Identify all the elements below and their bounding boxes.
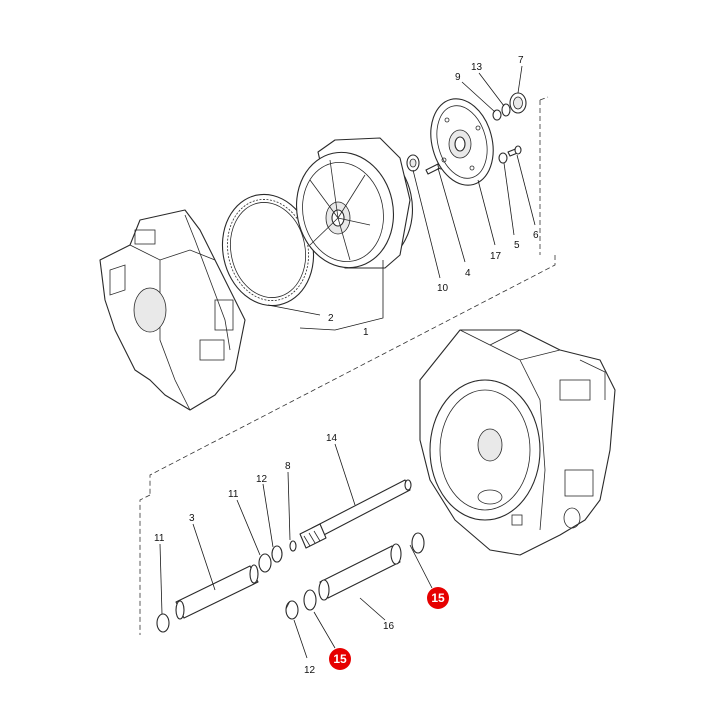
bolt-small [507, 145, 522, 157]
highlight-15-lower-label: 15 [333, 652, 347, 666]
left-housing [99, 209, 246, 411]
o-ring [492, 109, 502, 121]
assembly-guide-lines [139, 96, 556, 635]
snap-ring-11-lower [156, 613, 170, 633]
snap-ring [501, 103, 511, 117]
callout-3: 3 [189, 513, 195, 524]
snap-ring-11-upper [258, 553, 272, 573]
right-housing [419, 329, 616, 556]
callout-labels: 1 2 3 4 5 6 7 8 9 10 11 11 12 12 13 14 1… [154, 55, 539, 676]
highlight-badge-15-right[interactable]: 15 [427, 587, 449, 609]
callout-10: 10 [437, 283, 449, 294]
snap-ring-12-upper [271, 545, 283, 563]
ring-gear [221, 193, 315, 307]
callout-4: 4 [465, 268, 471, 279]
flywheel-housing [295, 137, 414, 269]
callout-11-lower: 11 [154, 533, 165, 544]
callout-12-upper: 12 [256, 474, 268, 485]
washer [498, 152, 508, 164]
tube-3 [175, 564, 259, 620]
callout-7: 7 [518, 55, 524, 66]
callout-5: 5 [514, 240, 520, 251]
seal-ring-15-left [303, 589, 317, 611]
tube-16 [318, 543, 402, 601]
callout-12-lower: 12 [304, 665, 316, 676]
callout-6: 6 [533, 230, 539, 241]
callout-16: 16 [383, 621, 395, 632]
bushing [406, 154, 420, 172]
callout-11-upper: 11 [228, 489, 239, 500]
callout-1: 1 [363, 327, 369, 338]
highlight-badge-15-lower[interactable]: 15 [329, 648, 351, 670]
callout-9: 9 [455, 72, 461, 83]
callout-17: 17 [490, 251, 502, 262]
seal-ring-15-right [411, 532, 425, 554]
highlight-15-right-label: 15 [431, 591, 445, 605]
leader-lines [159, 65, 536, 659]
callout-14: 14 [326, 433, 338, 444]
callout-8: 8 [285, 461, 291, 472]
ring-8 [289, 540, 297, 552]
oil-seal [509, 92, 527, 114]
callout-2: 2 [328, 313, 334, 324]
snap-ring-12-lower [285, 600, 299, 620]
callout-13: 13 [471, 62, 483, 73]
flex-plate [430, 98, 494, 186]
input-shaft [299, 479, 412, 549]
